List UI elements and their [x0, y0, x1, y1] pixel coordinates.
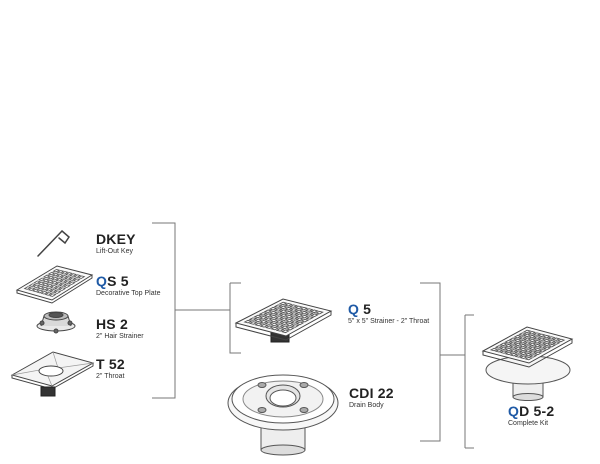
strainer-grid — [243, 301, 324, 334]
qs5-desc: Decorative Top Plate — [96, 290, 161, 297]
dkey-code: DKEY — [96, 231, 136, 247]
label-t52: T 52 2" Throat — [96, 357, 125, 380]
label-hs2: HS 2 2" Hair Strainer — [96, 317, 144, 340]
q5-code-rest: 5 — [359, 301, 372, 317]
label-cdi22: CDI 22 Drain Body — [349, 386, 394, 409]
complete-kit-illustration — [481, 326, 574, 401]
throat-illustration — [10, 351, 95, 397]
connector-lines — [152, 222, 474, 449]
label-qd52: QD 5-2 Complete Kit — [508, 404, 554, 427]
top-plate-grid — [23, 268, 86, 297]
t52-code: T 52 — [96, 356, 125, 372]
cdi22-code: CDI 22 — [349, 385, 394, 401]
label-dkey: DKEY Lift-Out Key — [96, 232, 136, 255]
cdi22-desc: Drain Body — [349, 402, 384, 409]
q5-code-prefix: Q — [348, 301, 360, 317]
lift-out-key-illustration — [37, 230, 70, 257]
qd52-code-rest: D 5-2 — [519, 403, 555, 419]
bracket-right — [464, 314, 474, 449]
top-plate-illustration — [15, 265, 94, 304]
kit-strainer-grid — [489, 329, 566, 361]
bracket-left — [152, 222, 176, 399]
dkey-desc: Lift-Out Key — [96, 248, 133, 255]
strainer-assembly-illustration — [234, 298, 333, 343]
bracket-mid-right — [420, 282, 441, 442]
qd52-code-prefix: Q — [508, 403, 520, 419]
qs5-code-prefix: Q — [96, 273, 108, 289]
label-q5: Q 5 5" x 5" Strainer - 2" Throat — [348, 302, 429, 325]
t52-desc: 2" Throat — [96, 373, 125, 380]
qs5-code-rest: S 5 — [107, 273, 129, 289]
hs2-code: HS 2 — [96, 316, 128, 332]
drain-body-illustration — [227, 374, 339, 456]
hair-strainer-illustration — [36, 311, 76, 334]
bracket-mid-top — [229, 282, 241, 354]
hs2-desc: 2" Hair Strainer — [96, 333, 144, 340]
label-qs5: QS 5 Decorative Top Plate — [96, 274, 160, 297]
q5-desc: 5" x 5" Strainer - 2" Throat — [348, 318, 430, 325]
qd52-desc: Complete Kit — [508, 420, 549, 427]
